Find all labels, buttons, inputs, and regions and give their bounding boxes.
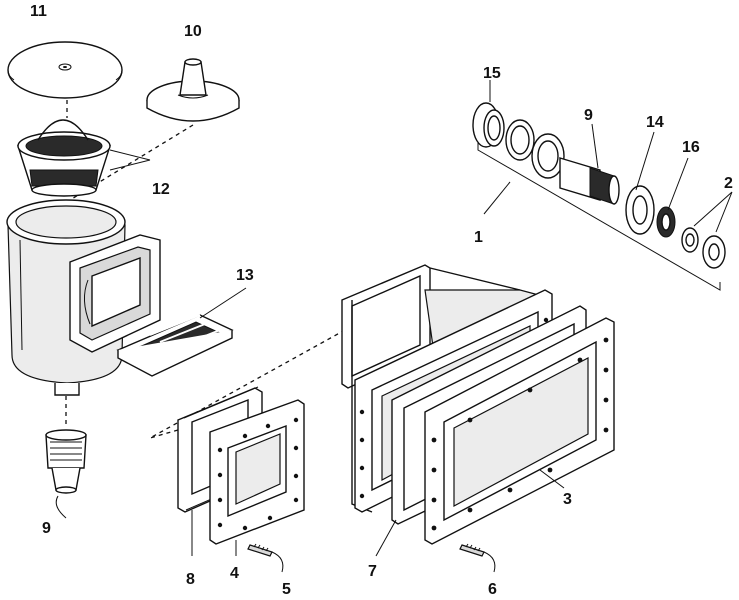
label-12: 12 bbox=[152, 181, 170, 198]
strainer-basket bbox=[17, 119, 111, 197]
alignment-dash bbox=[149, 329, 346, 439]
frame-leader bbox=[375, 519, 397, 557]
threaded-fitting-left bbox=[45, 429, 87, 494]
face-plate-large bbox=[424, 317, 615, 545]
skimmer-body bbox=[6, 199, 161, 396]
body-9-leader bbox=[591, 123, 599, 169]
assembly-bracket bbox=[477, 142, 721, 291]
screw-large bbox=[459, 543, 496, 573]
label-14: 14 bbox=[646, 114, 664, 131]
basket-leader bbox=[109, 149, 151, 171]
skimmer-lid bbox=[7, 41, 123, 99]
label-1: 1 bbox=[474, 229, 483, 246]
label-3: 3 bbox=[563, 491, 572, 508]
label-9-right: 9 bbox=[584, 107, 593, 124]
face-plate-small bbox=[209, 399, 305, 545]
label-11: 11 bbox=[30, 3, 47, 20]
flange-leader bbox=[635, 131, 655, 191]
return-fitting-assembly bbox=[472, 102, 726, 269]
assembly-leader bbox=[483, 181, 511, 215]
label-7: 7 bbox=[368, 563, 377, 580]
ring-leader bbox=[667, 157, 689, 211]
eyeball-leader bbox=[693, 191, 733, 233]
face-plate-large-leader bbox=[539, 469, 565, 489]
label-10: 10 bbox=[184, 23, 202, 40]
label-4: 4 bbox=[230, 565, 239, 582]
foam-leader bbox=[199, 287, 247, 319]
label-6: 6 bbox=[488, 581, 497, 598]
label-8: 8 bbox=[186, 571, 195, 588]
label-15: 15 bbox=[483, 65, 501, 82]
label-5: 5 bbox=[282, 581, 291, 598]
weir-foam bbox=[116, 314, 234, 377]
float-cone bbox=[146, 58, 240, 122]
label-16: 16 bbox=[682, 139, 700, 156]
label-9-left: 9 bbox=[42, 520, 51, 537]
label-13: 13 bbox=[236, 267, 254, 284]
fitting-left-leader bbox=[55, 495, 67, 519]
screw-small bbox=[247, 543, 284, 573]
label-2: 2 bbox=[724, 175, 733, 192]
